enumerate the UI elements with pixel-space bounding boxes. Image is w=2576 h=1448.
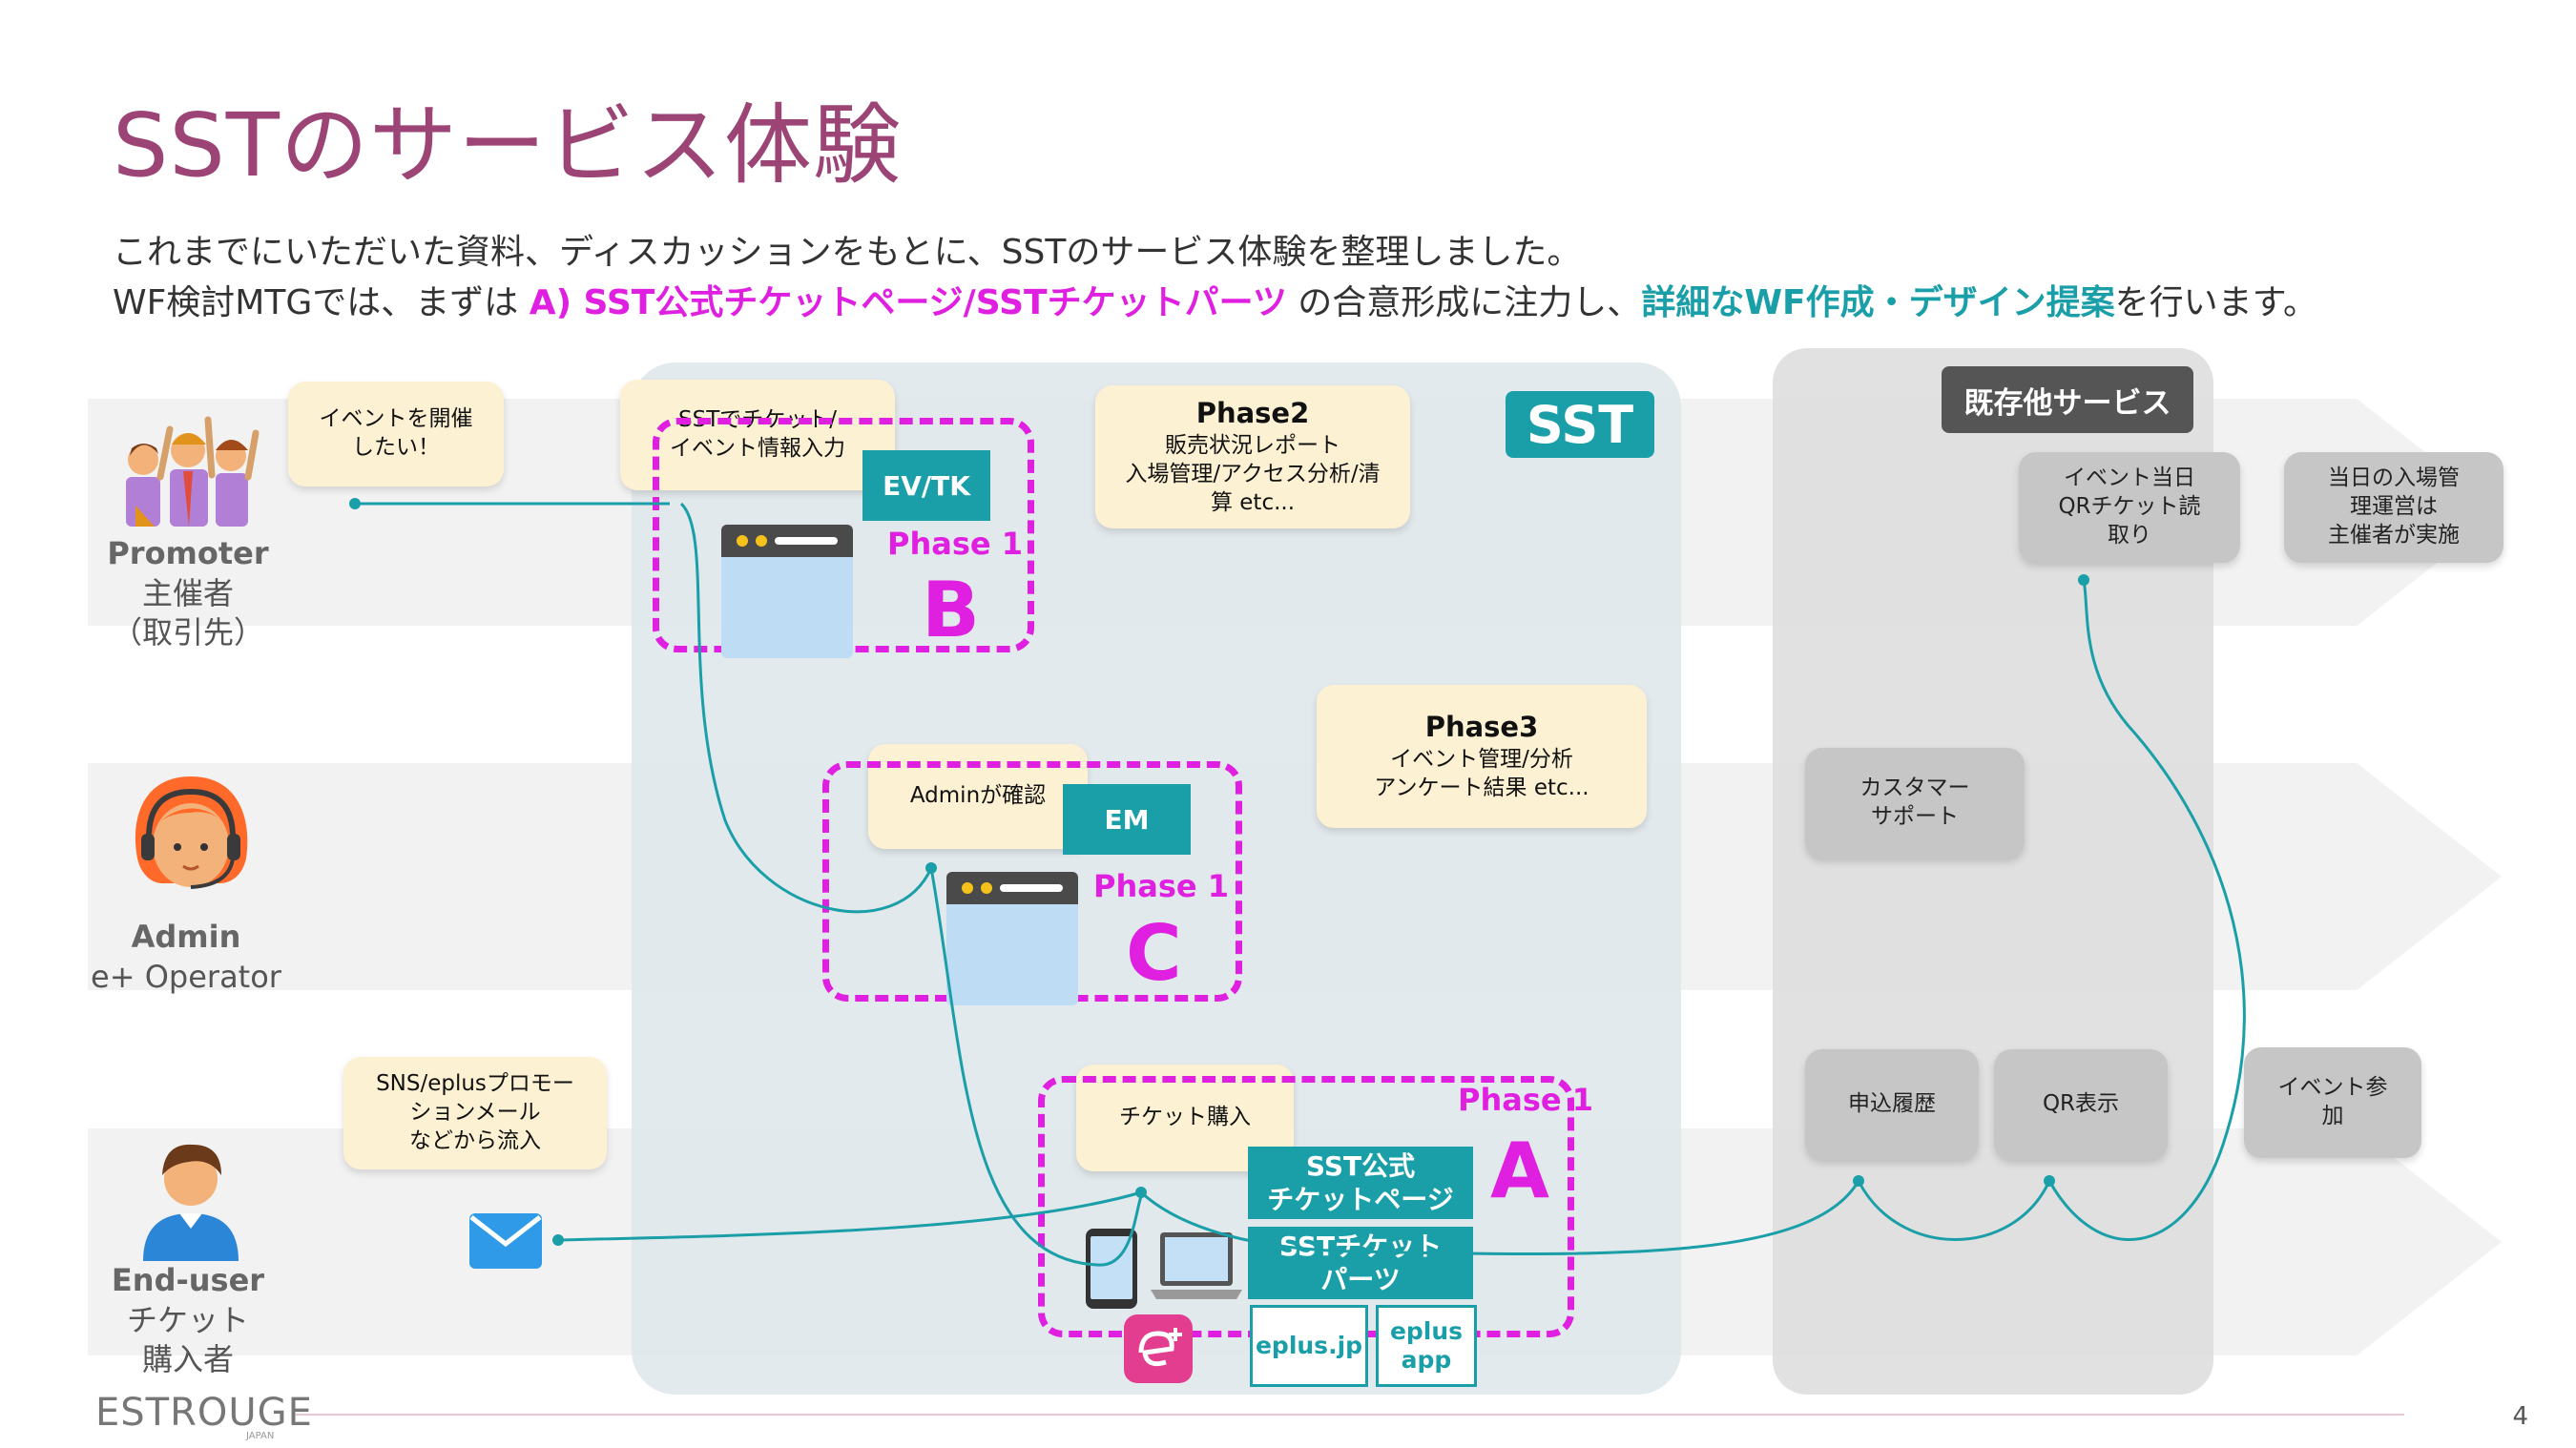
role-admin: Admin e+ Operator: [76, 918, 296, 997]
subtitle-line-2: WF検討MTGでは、まずは A) SST公式チケットページ/SSTチケットパーツ…: [113, 275, 2317, 324]
bubble-phase2: Phase2 販売状況レポート 入場管理/アクセス分析/清 算 etc...: [1095, 385, 1410, 528]
bubble-qr-read-l1: イベント当日: [2064, 465, 2195, 491]
bubble-phase2-l1: 販売状況レポート: [1165, 433, 1340, 458]
bubble-join-l2: 加: [2321, 1104, 2344, 1128]
eplus-app-l1: eplus: [1389, 1317, 1464, 1345]
other-services-label: 既存他サービス: [1942, 366, 2193, 433]
eplus-logo-icon: [1124, 1314, 1193, 1383]
bubble-admin-confirm-text: Adminが確認: [909, 783, 1047, 809]
phase-b-letter: B: [922, 566, 980, 654]
bubble-qr-display: QR表示: [1994, 1049, 2168, 1160]
role-promoter-sub: （取引先）: [111, 614, 264, 652]
bubble-qr-display-text: QR表示: [2042, 1091, 2120, 1117]
browser-icon-c: [946, 872, 1078, 1005]
footer-logo-sub: JAPAN: [246, 1431, 275, 1441]
page-number: 4: [2512, 1402, 2528, 1431]
bubble-entry-management: 当日の入場管 理運営は 主催者が実施: [2284, 452, 2503, 563]
role-enduser-name: End-user: [111, 1262, 265, 1298]
sst-ticket-parts: SSTチケット パーツ: [1248, 1227, 1473, 1299]
bubble-phase2-l3: 算 etc...: [1210, 489, 1296, 515]
phase-c-label: Phase 1: [1093, 868, 1229, 904]
subtitle-line-2-pre: WF検討MTGでは、まずは: [113, 283, 530, 322]
role-promoter-jp: 主催者: [141, 574, 234, 611]
role-promoter: Promoter 主催者 （取引先）: [88, 534, 288, 653]
subtitle-highlight-a: A) SST公式チケットページ/SSTチケットパーツ: [529, 283, 1287, 322]
bubble-cs-l1: カスタマー: [1859, 776, 1970, 801]
role-promoter-name: Promoter: [107, 535, 269, 571]
bubble-phase2-l2: 入場管理/アクセス分析/清: [1125, 461, 1381, 486]
sst-official-l2: チケットページ: [1267, 1184, 1454, 1215]
bubble-event-join: イベント参 加: [2244, 1047, 2421, 1158]
subtitle-highlight-wf: 詳細なWF作成・デザイン提案: [1641, 283, 2115, 322]
bubble-sns-l1: SNS/eplusプロモー: [376, 1071, 574, 1097]
bubble-phase3-l1: イベント管理/分析: [1390, 746, 1573, 772]
subtitle-line-2-mid: の合意形成に注力し、: [1286, 283, 1642, 322]
bubble-cs-l2: サポート: [1871, 804, 1959, 829]
role-enduser-jp1: チケット: [126, 1301, 249, 1338]
bubble-qr-read: イベント当日 QRチケット読 取り: [2019, 452, 2240, 563]
bubble-phase3-title: Phase3: [1424, 711, 1539, 744]
bubble-qr-read-l2: QRチケット読: [2058, 494, 2201, 520]
bubble-entry-l1: 当日の入場管: [2328, 465, 2460, 491]
page-title: SSTのサービス体験: [113, 94, 902, 197]
bubble-history-text: 申込履歴: [1848, 1091, 1936, 1117]
role-enduser-jp2: 購入者: [141, 1341, 234, 1378]
em-block: EM: [1063, 784, 1191, 855]
sst-parts-l2: パーツ: [1320, 1264, 1401, 1295]
footer-logo: ESTROUGE: [95, 1391, 313, 1435]
role-admin-name: Admin: [131, 919, 241, 955]
bubble-join-l1: イベント参: [2277, 1075, 2388, 1101]
bubble-entry-l3: 主催者が実施: [2328, 522, 2460, 548]
browser-icon-b: [721, 525, 853, 658]
role-enduser: End-user チケット 購入者: [88, 1261, 288, 1380]
bubble-phase3-l2: アンケート結果 etc...: [1374, 775, 1589, 800]
phase-a-letter: A: [1490, 1127, 1549, 1215]
bubble-sns-l3: などから流入: [409, 1127, 541, 1153]
sst-official-ticket-page: SST公式 チケットページ: [1248, 1147, 1473, 1219]
bubble-ticket-purchase-text: チケット購入: [1119, 1105, 1251, 1130]
bubble-phase2-title: Phase2: [1195, 397, 1310, 430]
bubble-qr-read-l3: 取り: [2108, 522, 2151, 548]
bubble-phase3: Phase3 イベント管理/分析 アンケート結果 etc...: [1317, 685, 1647, 828]
bubble-sst-ticket-l2: イベント情報入力: [670, 436, 845, 461]
bubble-entry-l2: 理運営は: [2350, 494, 2438, 520]
bubble-sns-l2: ションメール: [409, 1100, 541, 1126]
phase-a-label: Phase 1: [1458, 1082, 1593, 1118]
sst-parts-l1: SSTチケット: [1278, 1231, 1443, 1262]
eplus-app-box: eplus app: [1376, 1305, 1477, 1387]
bubble-event-host: イベントを開催 したい！: [288, 382, 504, 486]
subtitle-line-1: これまでにいただいた資料、ディスカッションをもとに、SSTのサービス体験を整理し…: [113, 233, 1582, 272]
subtitle-line-2-post: を行います。: [2114, 283, 2318, 322]
bubble-event-host-l1: イベントを開催: [319, 406, 473, 432]
evtk-block: EV/TK: [862, 450, 990, 521]
phase-c-letter: C: [1126, 909, 1182, 998]
bubble-customer-support: カスタマー サポート: [1805, 748, 2025, 858]
bubble-application-history: 申込履歴: [1805, 1049, 1979, 1160]
laptop-icon: [1151, 1232, 1242, 1299]
bubble-event-host-l2: したい！: [352, 435, 440, 460]
end-user-icon: [143, 1144, 239, 1261]
phase-b-label: Phase 1: [887, 526, 1023, 562]
eplus-app-l2: app: [1401, 1346, 1452, 1374]
promoter-icon: [126, 416, 260, 527]
admin-operator-icon: [135, 776, 248, 889]
sst-official-l1: SST公式: [1305, 1150, 1416, 1182]
footer-divider: [296, 1414, 2404, 1416]
mail-icon: [469, 1213, 542, 1269]
role-admin-sub: e+ Operator: [91, 958, 281, 995]
sst-label: SST: [1506, 391, 1654, 458]
bubble-sns-inflow: SNS/eplusプロモー ションメール などから流入: [343, 1057, 607, 1169]
eplus-jp-box: eplus.jp: [1250, 1305, 1368, 1387]
